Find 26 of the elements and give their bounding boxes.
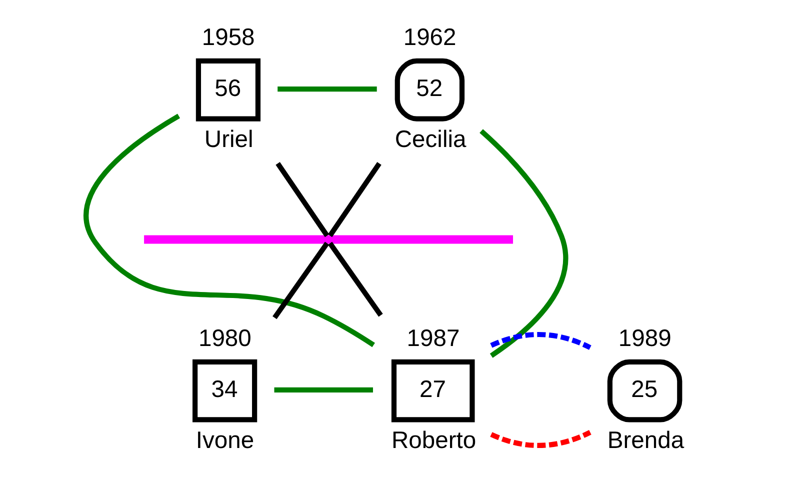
node-label: 1980 bbox=[198, 325, 252, 352]
node-label: Uriel bbox=[204, 126, 254, 154]
connector bbox=[274, 387, 373, 393]
node-label: Cecilia bbox=[394, 126, 466, 154]
node-label: Roberto bbox=[391, 427, 476, 454]
node-label: 1989 bbox=[618, 325, 672, 352]
node-label: Ivone bbox=[196, 427, 254, 454]
connector bbox=[328, 162, 382, 238]
node-label: 1987 bbox=[406, 325, 460, 352]
connector bbox=[276, 162, 330, 238]
connector bbox=[328, 242, 383, 317]
connector bbox=[480, 129, 568, 358]
node-bar bbox=[144, 235, 514, 244]
connector bbox=[278, 86, 377, 92]
node-label: 1962 bbox=[403, 24, 456, 52]
node-label: Brenda bbox=[607, 427, 684, 454]
node-box: 27 bbox=[391, 359, 475, 422]
connector bbox=[490, 332, 592, 350]
connector bbox=[272, 242, 330, 320]
node-box: 34 bbox=[192, 359, 258, 422]
connector bbox=[490, 430, 592, 448]
node-box: 25 bbox=[607, 359, 682, 422]
connector bbox=[84, 114, 375, 348]
node-label: 1958 bbox=[202, 24, 255, 52]
node-box: 56 bbox=[196, 58, 261, 122]
node-box: 52 bbox=[394, 58, 465, 122]
